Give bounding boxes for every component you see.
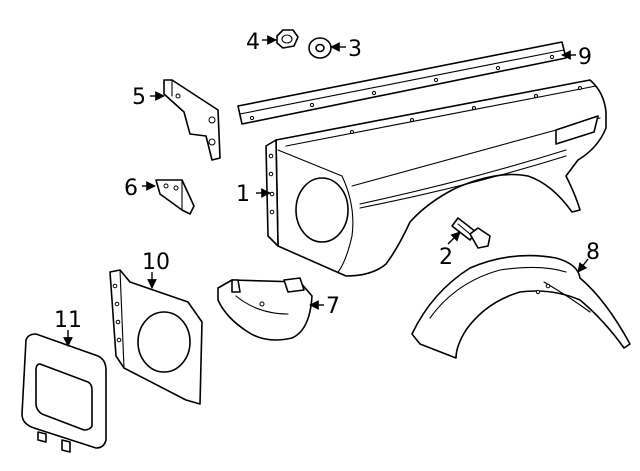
- part-1-front-fender: [265, 79, 607, 277]
- leader-lines: [63, 35, 589, 347]
- callout-6: 6: [124, 176, 138, 201]
- callout-labels: 1 2 3 4 5 6 7 8 9 10 11: [54, 30, 600, 333]
- leader-2: [447, 231, 461, 245]
- part-6-small-bracket: [155, 179, 195, 215]
- part-2-bolt: [451, 217, 491, 249]
- part-3-washer: [308, 37, 332, 59]
- callout-11: 11: [54, 308, 82, 333]
- callout-4: 4: [246, 30, 260, 55]
- part-10-headlamp-panel: [109, 269, 203, 405]
- part-11-headlamp-bezel: [21, 333, 107, 453]
- part-4-nut: [276, 29, 299, 49]
- callout-8: 8: [586, 240, 600, 265]
- callout-1: 1: [236, 182, 250, 207]
- callout-2: 2: [439, 245, 453, 270]
- part-5-bracket: [163, 79, 221, 161]
- leader-8: [577, 258, 589, 273]
- callout-10: 10: [142, 250, 170, 275]
- callout-5: 5: [132, 85, 146, 110]
- part-7-splash-bracket: [217, 277, 313, 341]
- part-9-fender-rail: [237, 41, 567, 125]
- callout-3: 3: [348, 37, 362, 62]
- part-8-fender-liner: [411, 254, 631, 359]
- callout-9: 9: [578, 45, 592, 70]
- callout-7: 7: [326, 294, 340, 319]
